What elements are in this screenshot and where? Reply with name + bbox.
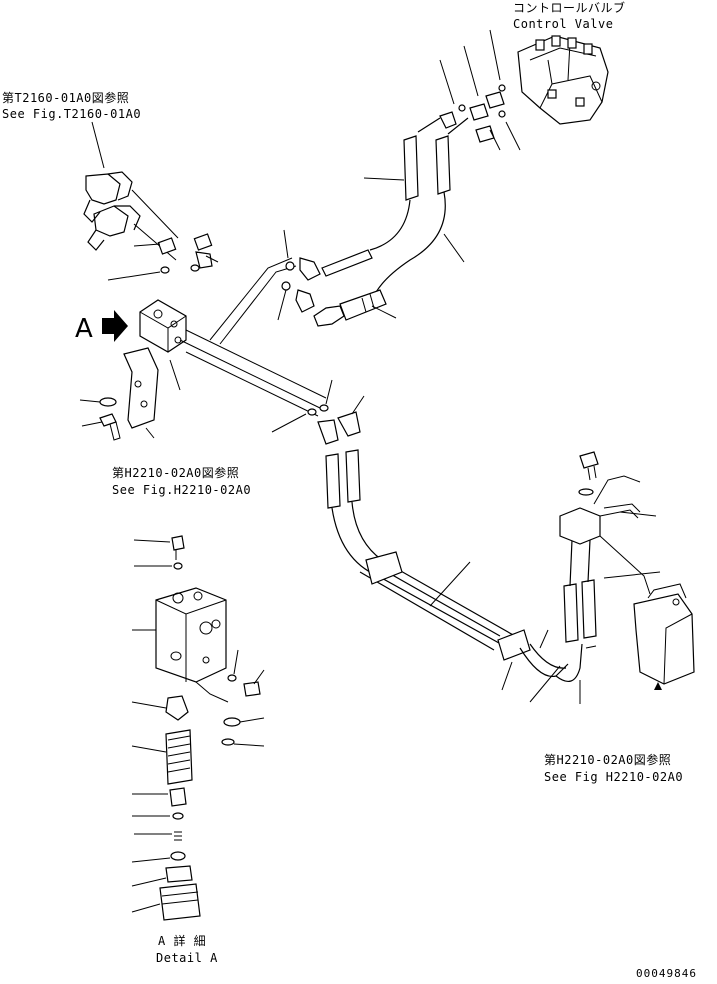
reference-right-jp: 第H2210-02A0図参照 (544, 753, 672, 767)
steel-tube-main (179, 257, 327, 417)
middle-elbow-fittings (307, 404, 361, 445)
leader-lines (79, 29, 661, 913)
bolt-and-washer-left (99, 397, 121, 441)
hose-clamp-middle (365, 551, 531, 661)
control-valve-label-jp: コントロールバルブ (513, 1, 626, 15)
mounting-bracket (123, 347, 159, 429)
reference-right-en: See Fig H2210-02A0 (544, 770, 684, 784)
reference-top-jp: 第T2160-01A0図参照 (2, 91, 130, 105)
center-upper-fittings (281, 249, 373, 327)
left-adapter-fittings (157, 233, 213, 274)
control-valve (517, 35, 609, 125)
upper-hose-pair (369, 84, 506, 301)
drawing-number: 00049846 (636, 967, 697, 980)
control-valve-label-en: Control Valve (513, 17, 614, 31)
right-mounting-plate (633, 583, 695, 690)
lower-hose-pair (325, 449, 523, 651)
reference-top-en: See Fig.T2160-01A0 (2, 107, 142, 121)
detail-a-exploded-view (155, 535, 261, 921)
right-bolt-washer (578, 451, 599, 496)
right-valve-bracket (559, 475, 651, 595)
detail-a-title-en: Detail A (156, 951, 218, 965)
pump-elbow-fittings (83, 171, 179, 261)
hose-clamp-upper (339, 289, 387, 321)
arrow-right-icon (102, 310, 128, 342)
detail-a-title-jp: A 詳 細 (158, 934, 207, 948)
view-marker-a: A (75, 314, 94, 344)
spiral-guard-hoses (519, 539, 597, 683)
left-valve-block (139, 299, 187, 353)
reference-mid-en: See Fig.H2210-02A0 (112, 483, 252, 497)
reference-mid-jp: 第H2210-02A0図参照 (112, 466, 240, 480)
